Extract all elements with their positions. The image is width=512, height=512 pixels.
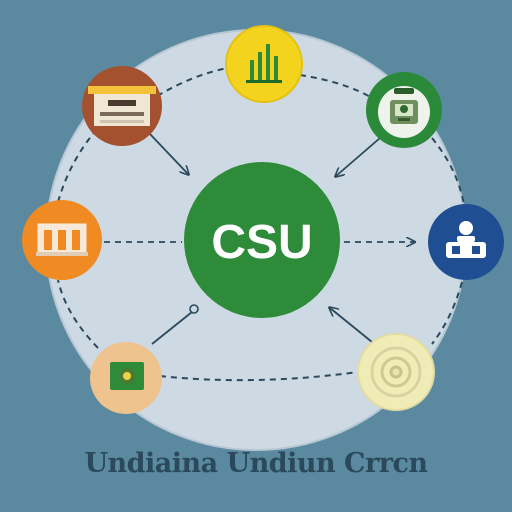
spoke-arrows xyxy=(104,133,414,345)
hub-label: CSU xyxy=(211,216,312,269)
building-icon xyxy=(36,223,88,256)
arrow-top-left-to-hub xyxy=(149,133,188,174)
node-top-circle xyxy=(225,25,303,103)
node-top-right[interactable] xyxy=(366,72,442,148)
connector-top-left-to-top xyxy=(156,67,229,97)
document-icon xyxy=(88,86,156,126)
arrow-top-right-to-hub xyxy=(336,137,381,176)
node-left[interactable] xyxy=(22,200,102,280)
hub[interactable]: CSU xyxy=(184,162,340,318)
user-panel-icon xyxy=(446,221,486,258)
connector-bottom-right-to-bottom-left xyxy=(159,371,359,382)
node-bottom-left[interactable] xyxy=(90,342,162,414)
dashed-connectors xyxy=(57,67,465,382)
card-icon xyxy=(110,362,144,390)
node-top[interactable] xyxy=(225,25,303,103)
connector-top-right-to-right xyxy=(431,137,465,206)
arrow-bottom-right-to-hub xyxy=(330,308,373,343)
device-icon xyxy=(390,88,418,124)
hub-circle xyxy=(184,162,340,318)
arrow-hub-to-bottom-left xyxy=(151,311,193,345)
node-top-left[interactable] xyxy=(82,66,162,146)
node-right[interactable] xyxy=(428,204,504,280)
connector-right-to-bottom-right xyxy=(431,281,463,345)
node-bottom-right[interactable] xyxy=(357,333,435,411)
bar-chart-icon xyxy=(246,44,282,83)
arrow-bottom-left-dot xyxy=(189,304,199,314)
connector-top-to-top-right xyxy=(299,74,373,99)
target-icon xyxy=(370,346,422,398)
caption: Undiaina Undiun Crrcn xyxy=(84,448,428,479)
